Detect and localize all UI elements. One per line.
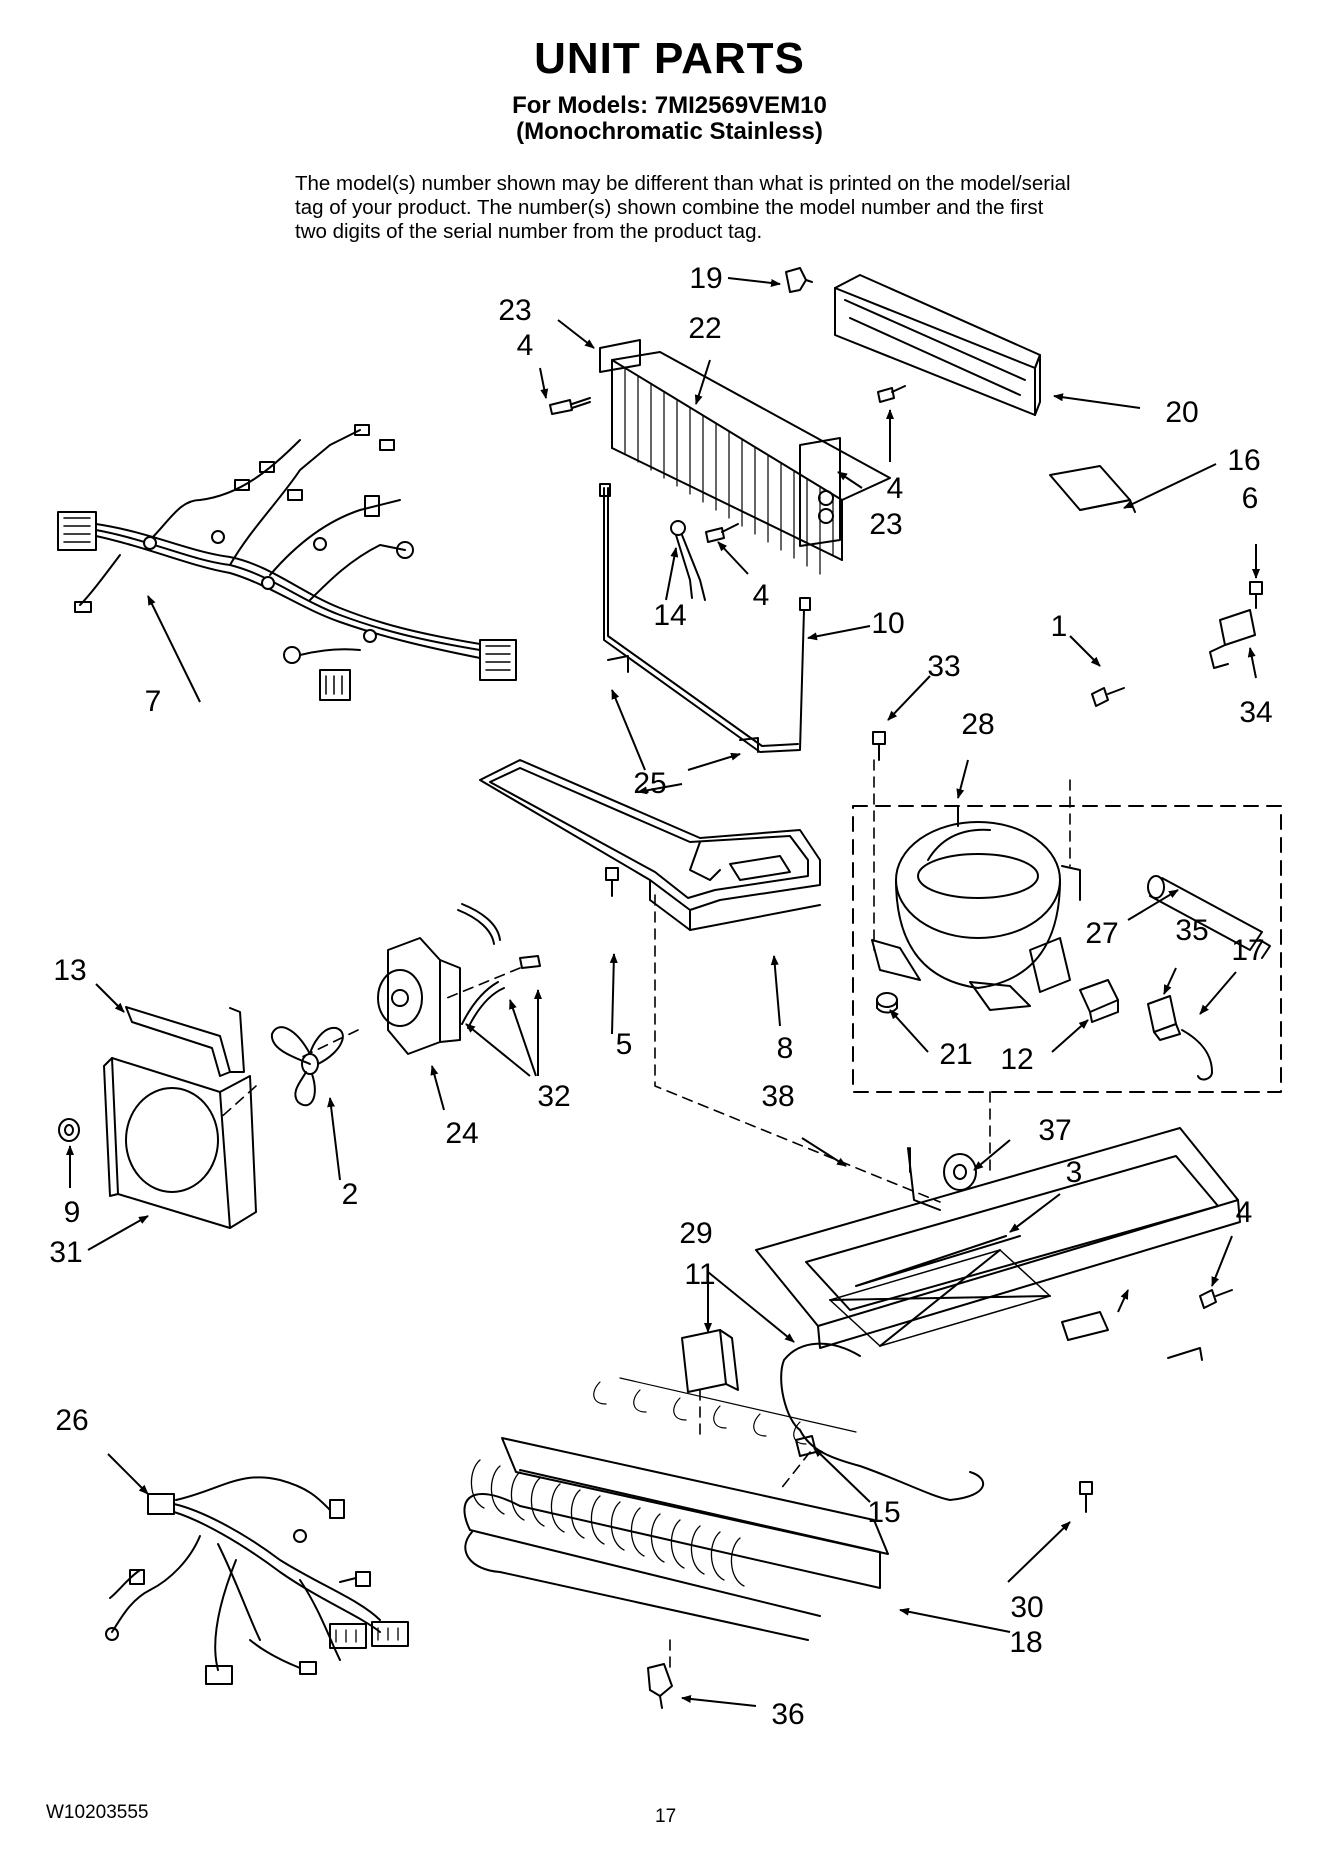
callout-29: 29 [679,1217,712,1250]
grommet-9-drawing [58,1118,80,1142]
callout-4-evap-right: 4 [887,472,904,505]
wire-harness-drawing [57,424,517,701]
base-pan-drawing [755,1127,1241,1361]
condenser-drawing [463,1377,889,1641]
callout-labels: 1 2 3 4 4 4 4 5 6 7 8 9 10 11 12 13 14 1… [49,262,1272,1731]
callout-19: 19 [689,262,722,295]
block-11-drawing [681,1329,739,1393]
callout-27: 27 [1085,917,1118,950]
callout-1: 1 [1051,610,1068,643]
clip-36-drawing [647,1663,673,1709]
callout-24: 24 [445,1117,478,1150]
page-number: 17 [655,1806,677,1827]
overload-35-drawing [1147,995,1181,1041]
callout-25: 25 [633,767,666,800]
sensor-14-drawing [670,520,706,601]
callout-13: 13 [53,954,86,987]
callout-35: 35 [1175,914,1208,947]
cover-17-drawing [1181,1029,1213,1081]
hoses-32-drawing [457,903,541,1029]
callout-16: 16 [1227,444,1260,477]
grommet-21-drawing [876,992,898,1014]
gasket-13-drawing [125,1006,245,1077]
callout-4-evap-left: 4 [517,329,534,362]
callout-37: 37 [1038,1114,1071,1147]
clip-19-drawing [785,267,813,293]
callout-32: 32 [537,1080,570,1113]
screw-drawings [549,385,1263,1513]
model-note: The model(s) number shown may be differe… [295,172,1071,243]
bracket-34-drawing [1209,609,1256,669]
callout-14: 14 [653,599,686,632]
compressor-drawing [852,805,1282,1093]
fan-motor-drawing [377,937,461,1055]
callout-23-left: 23 [498,294,531,327]
fan-shroud-drawing [103,1057,257,1229]
callout-8: 8 [777,1032,794,1065]
callout-21: 21 [939,1038,972,1071]
callout-10: 10 [871,607,904,640]
bumper-37-drawing [943,1153,977,1191]
callout-33: 33 [927,650,960,683]
bracket-16-drawing [1049,465,1136,513]
callout-15: 15 [867,1496,900,1529]
callout-26: 26 [55,1404,88,1437]
callout-4-evap-lower: 4 [753,579,770,612]
callout-34: 34 [1239,696,1272,729]
callout-4-base: 4 [1236,1196,1253,1229]
fan-blade-drawing [270,1026,344,1107]
callout-9: 9 [64,1196,81,1229]
callout-36: 36 [771,1698,804,1731]
callout-28: 28 [961,708,994,741]
callout-30: 30 [1010,1591,1043,1624]
callout-7: 7 [145,685,162,718]
callout-6: 6 [1242,482,1259,515]
callout-31: 31 [49,1236,82,1269]
defrost-heater-drawing [599,483,811,753]
callout-23-right: 23 [869,508,902,541]
relay-12-drawing [1079,979,1119,1023]
callout-38: 38 [761,1080,794,1113]
power-harness-drawing [105,1476,409,1685]
callout-3: 3 [1066,1156,1083,1189]
callout-12: 12 [1000,1043,1033,1076]
callout-20: 20 [1165,396,1198,429]
callout-18: 18 [1009,1626,1042,1659]
evaporator-drawing [599,339,891,575]
callout-2: 2 [342,1178,359,1211]
page-title: UNIT PARTS [534,34,805,83]
models-line: For Models: 7MI2569VEM10 [512,92,827,119]
callout-22: 22 [688,312,721,345]
callout-17: 17 [1231,934,1264,967]
callout-5: 5 [616,1028,633,1061]
leader-arrows [66,277,1260,1707]
finish-line: (Monochromatic Stainless) [516,118,823,145]
evaporator-cover-drawing [834,274,1041,416]
callout-11: 11 [684,1258,715,1291]
drain-pan-drawing [479,759,821,931]
document-number: W10203555 [46,1802,149,1823]
